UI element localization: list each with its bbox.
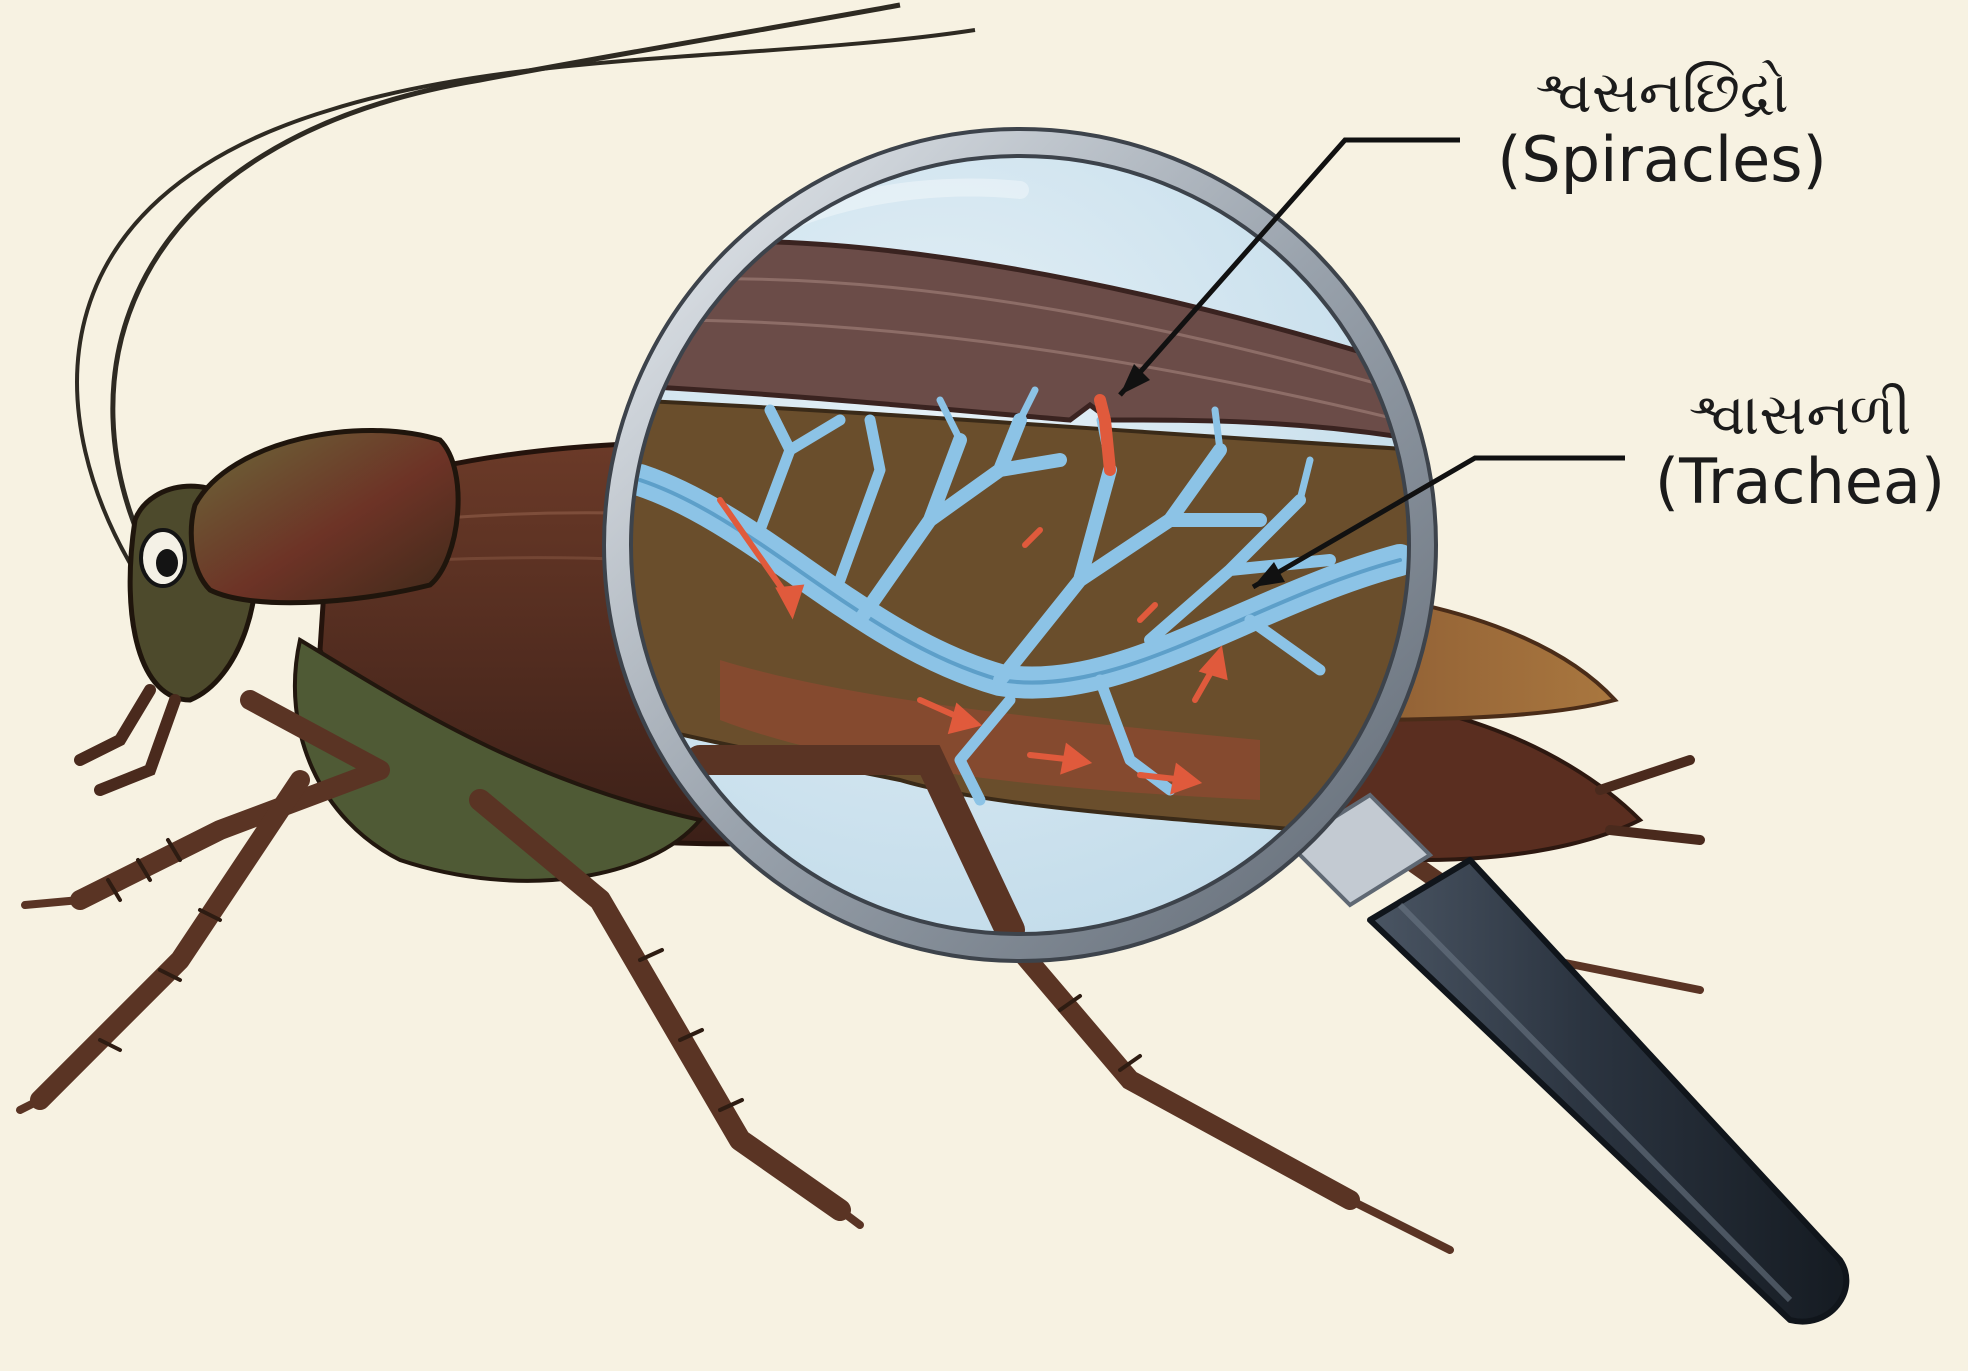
label-trachea-latin: (Trachea) <box>1640 447 1960 516</box>
label-trachea-native: શ્વાસનળી <box>1640 382 1960 447</box>
mouthparts <box>80 690 175 790</box>
magnifier-handle <box>1370 860 1846 1322</box>
label-spiracles-native: શ્વસનછિદ્રો <box>1472 60 1852 125</box>
label-spiracles-latin: (Spiracles) <box>1472 125 1852 194</box>
label-trachea: શ્વાસનળી (Trachea) <box>1640 382 1960 516</box>
label-spiracles: શ્વસનછિદ્રો (Spiracles) <box>1472 60 1852 194</box>
pronotum <box>191 430 458 602</box>
